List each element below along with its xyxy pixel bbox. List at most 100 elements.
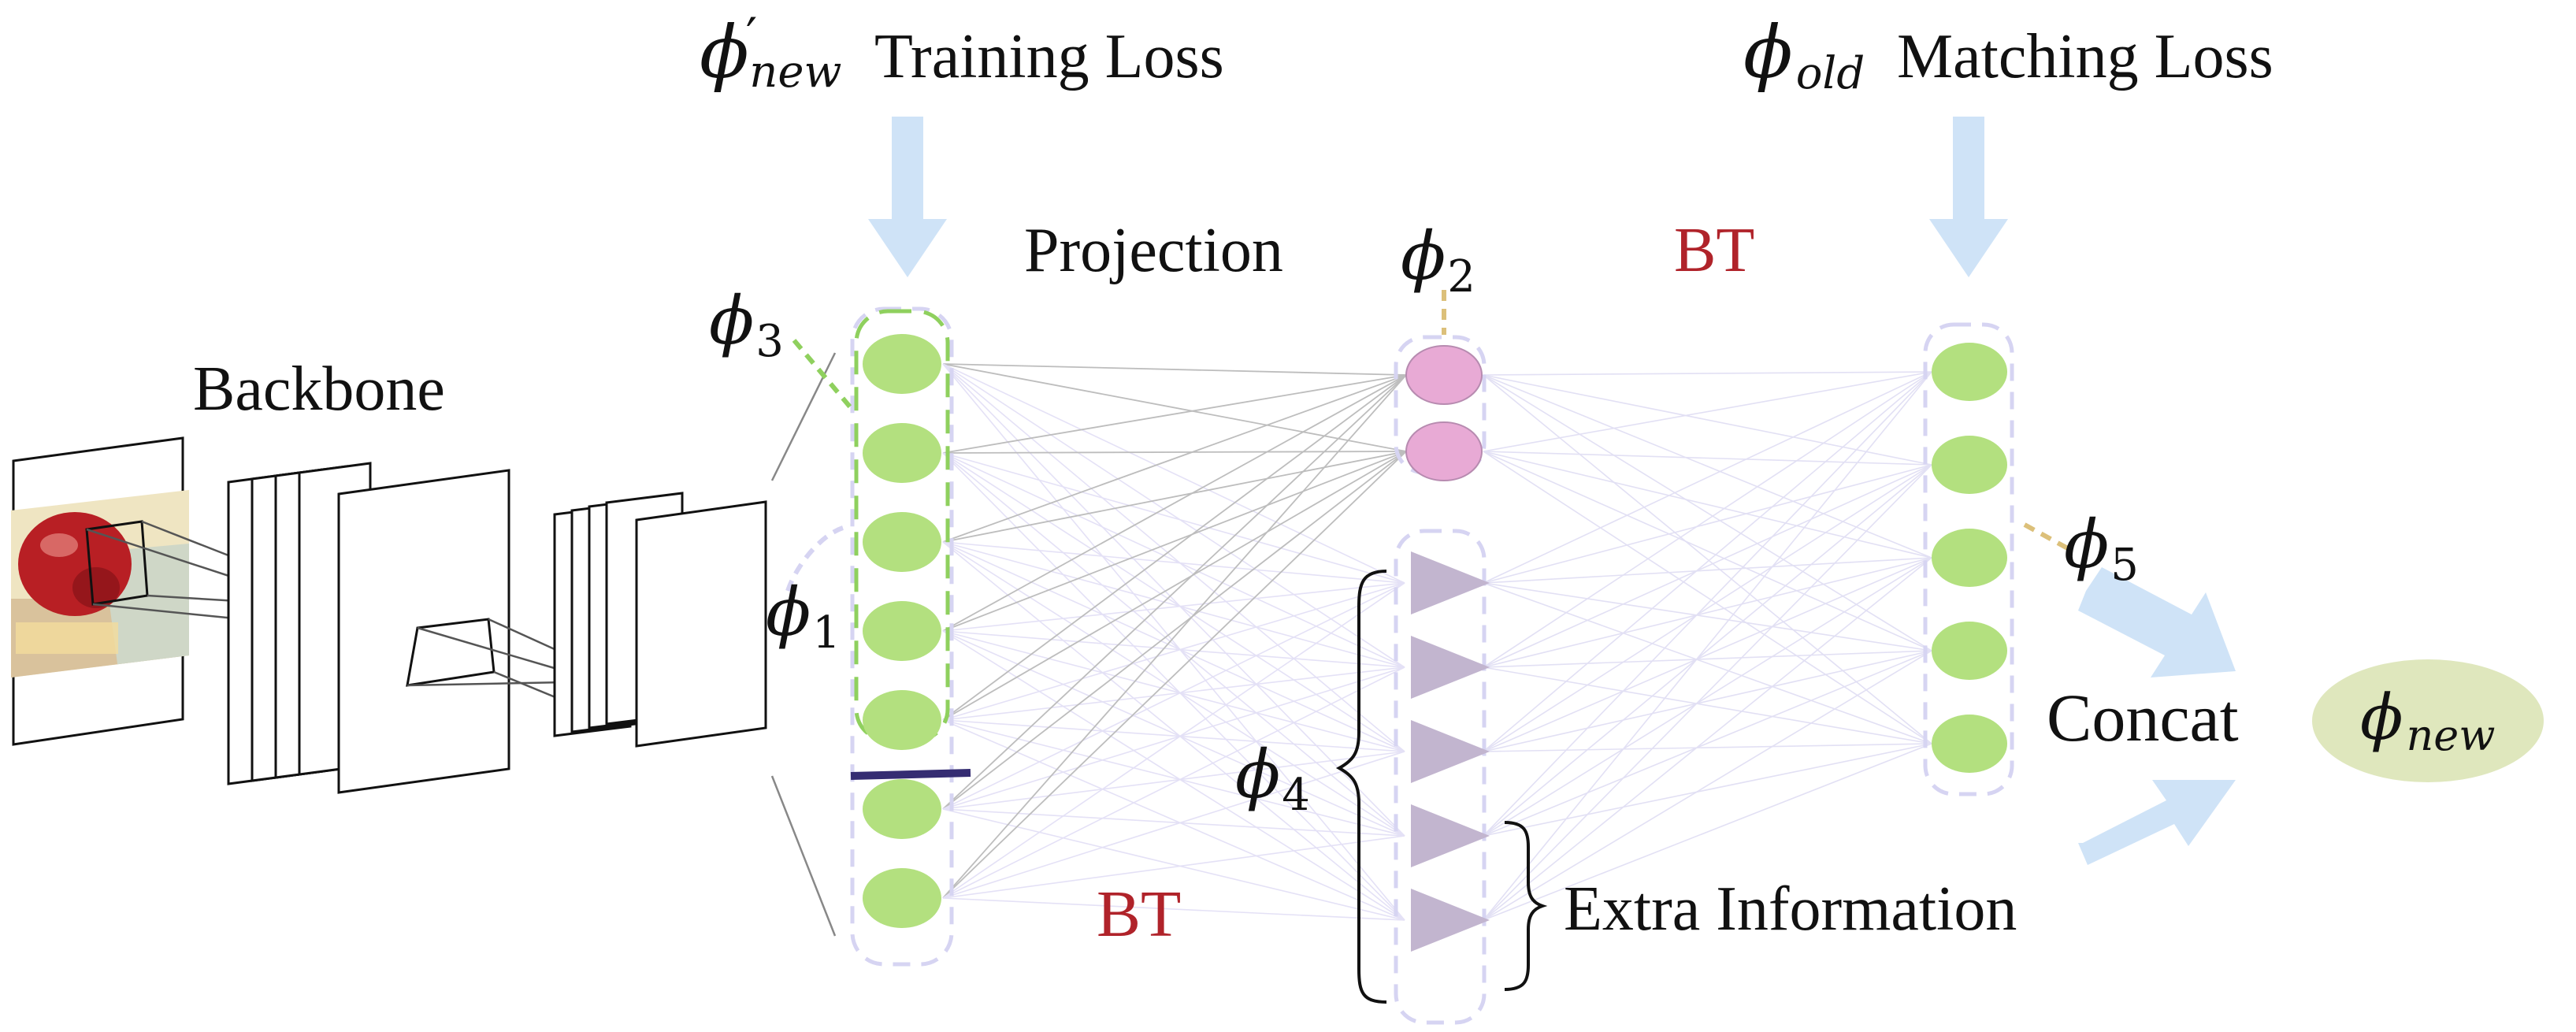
extra-info-brace xyxy=(1504,821,1548,991)
bt-label-top: BT xyxy=(1674,216,1754,285)
backbone-label: Backbone xyxy=(193,355,445,424)
edge-to-output xyxy=(1483,650,1932,668)
edge-to-output xyxy=(1483,557,1932,752)
output-node xyxy=(1932,343,2007,401)
edge-proj-phi4 xyxy=(942,541,1405,668)
phi4-triangle xyxy=(1411,551,1490,614)
phi-new-output-label: ϕnew xyxy=(2360,681,2496,760)
phi4-label: ϕ4 xyxy=(1235,736,1310,821)
split-divider xyxy=(850,769,971,780)
edge-to-output xyxy=(1483,666,1932,744)
phi2-nodes xyxy=(1405,345,1483,481)
edge-proj-phi4 xyxy=(942,630,1405,837)
edge-to-output xyxy=(1483,650,1932,921)
edge-proj-phi2 xyxy=(942,451,1407,721)
phi-new-prime-training: ϕ′new xyxy=(700,8,841,98)
phi1-pointer xyxy=(785,525,844,592)
phi4-layer-box xyxy=(1394,529,1487,1025)
edge-proj-phi2 xyxy=(942,363,1407,452)
edge-proj-phi2 xyxy=(942,374,1407,454)
projection-node xyxy=(863,690,941,750)
phi5-label: ϕ5 xyxy=(2064,506,2139,591)
edge-to-output xyxy=(1483,582,1932,651)
edge-to-output xyxy=(1483,374,1932,559)
phi3-label: ϕ3 xyxy=(709,282,784,367)
edge-proj-phi2 xyxy=(942,374,1407,721)
output-node xyxy=(1932,529,2007,587)
old-matching-layer-box xyxy=(1923,322,2014,796)
edge-proj-phi4 xyxy=(942,630,1405,752)
extra-info-to-concat-arrow xyxy=(2078,780,2236,865)
edge-proj-phi4 xyxy=(942,541,1405,837)
edge-proj-phi4 xyxy=(942,452,1405,584)
projection-node xyxy=(863,334,941,394)
phi1-label: ϕ1 xyxy=(766,574,841,659)
edge-to-output xyxy=(1483,557,1932,668)
edge-proj-phi4 xyxy=(942,363,1405,837)
edge-proj-phi2 xyxy=(942,451,1407,543)
edge-proj-phi4 xyxy=(942,452,1405,752)
edge-to-output xyxy=(1483,743,1932,837)
phi-new-output xyxy=(2312,659,2544,782)
phi5-pointer xyxy=(2023,522,2075,554)
edge-to-output xyxy=(1483,582,1932,744)
edge-to-output xyxy=(1483,464,1932,668)
projection-node xyxy=(863,512,941,572)
projection-layer-box xyxy=(850,306,954,967)
edge-proj-phi4 xyxy=(942,751,1405,899)
phi4-brace xyxy=(1335,570,1387,1004)
edge-proj-phi4 xyxy=(942,582,1405,632)
edge-to-output xyxy=(1483,371,1932,668)
edge-to-output xyxy=(1483,464,1932,584)
edge-proj-phi4 xyxy=(942,835,1405,899)
projection-node xyxy=(863,423,941,483)
edge-proj-phi4 xyxy=(942,751,1405,810)
concat-label: Concat xyxy=(2047,680,2239,755)
edge-proj-phi4 xyxy=(942,666,1405,810)
edge-proj-phi4 xyxy=(942,363,1405,584)
phi5-to-concat-arrow xyxy=(2078,567,2236,677)
edge-proj-phi4 xyxy=(942,897,1405,921)
feature-maps-stack-1 xyxy=(227,462,510,794)
edge-proj-phi2 xyxy=(942,374,1407,632)
projection-label: Projection xyxy=(1024,216,1283,285)
edge-to-output xyxy=(1483,374,1932,466)
phi-old-matching: ϕold xyxy=(1743,10,1865,99)
edge-proj-phi2 xyxy=(942,374,1407,543)
phi4-triangle xyxy=(1411,889,1490,952)
connection-lines xyxy=(942,363,1932,921)
edge-proj-phi4 xyxy=(942,452,1405,668)
edge-to-output xyxy=(1483,464,1932,921)
extra-information-label: Extra Information xyxy=(1564,874,2017,944)
output-node xyxy=(1932,436,2007,494)
edge-to-output xyxy=(1483,371,1932,376)
projection-node xyxy=(863,601,941,661)
matching-loss-label: Matching Loss xyxy=(1897,22,2273,91)
bt-label-bottom: BT xyxy=(1097,878,1181,951)
training-loss-label: Training Loss xyxy=(874,22,1224,91)
phi4-triangles xyxy=(1411,551,1490,952)
edge-to-output xyxy=(1483,451,1932,559)
projection-node xyxy=(863,779,941,839)
output-node xyxy=(1932,715,2007,773)
edge-proj-phi4 xyxy=(942,541,1405,921)
edge-to-output xyxy=(1483,464,1932,752)
edge-proj-phi4 xyxy=(942,452,1405,837)
input-image xyxy=(11,436,251,746)
edge-proj-phi2 xyxy=(942,374,1407,899)
edge-proj-phi4 xyxy=(942,719,1405,921)
feature-maps-stack-2 xyxy=(553,492,767,748)
edge-to-output xyxy=(1483,743,1932,921)
edge-proj-phi2 xyxy=(942,451,1407,810)
edge-to-output xyxy=(1483,374,1932,744)
edge-proj-phi4 xyxy=(942,666,1405,899)
phi4-triangle xyxy=(1411,720,1490,783)
edge-to-output xyxy=(1483,650,1932,837)
edge-proj-phi4 xyxy=(942,719,1405,837)
edge-proj-phi4 xyxy=(942,719,1405,752)
phi3-pointer xyxy=(792,339,855,411)
edge-to-output xyxy=(1483,371,1932,837)
edge-proj-phi4 xyxy=(942,363,1405,921)
edge-proj-phi2 xyxy=(942,451,1407,632)
